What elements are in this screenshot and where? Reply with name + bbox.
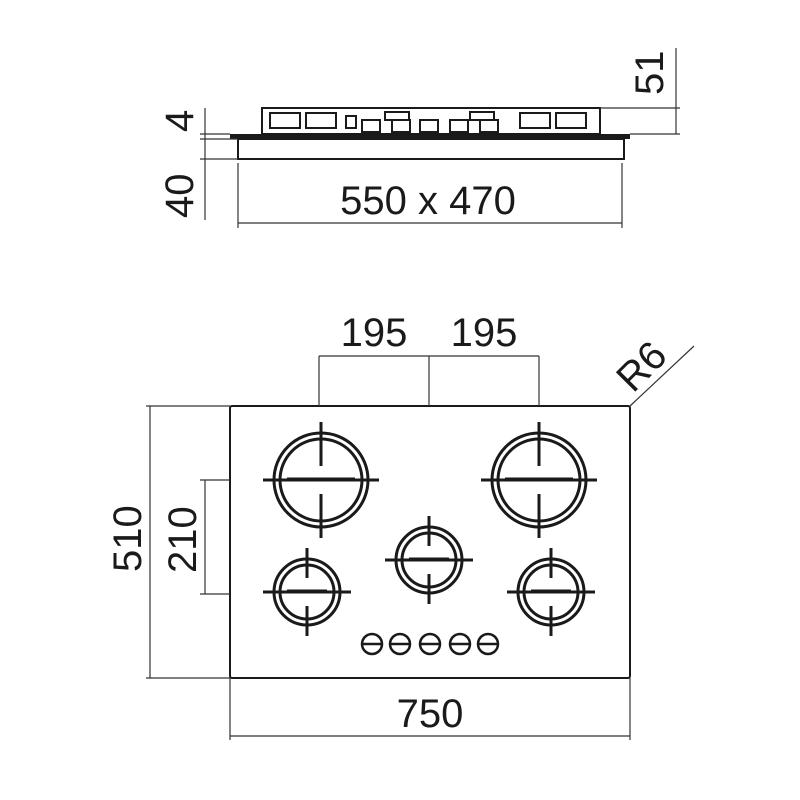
dim-height-total: 51 [628,51,672,96]
control-knob [360,632,384,656]
dim-glass-thickness: 4 [158,110,202,132]
control-knobs [360,632,500,656]
burner-front-right [507,548,595,636]
burner-center [385,516,473,604]
control-knob [418,632,442,656]
hob-outline [229,405,631,679]
pan-supports-side [261,107,601,135]
hob-body [237,138,625,160]
control-knob [448,632,472,656]
dim-cutout: 550 x 470 [340,179,516,223]
dim-height: 510 [106,505,150,572]
burner-rear-left [263,422,379,538]
dim-spacing-right: 195 [451,311,518,355]
control-knob [476,632,500,656]
dim-spacing-left: 195 [341,311,408,355]
burners [263,422,597,636]
burner-rear-right [481,422,597,538]
glass-plate [230,134,630,139]
top-view: 195 195 R6 510 210 750 [106,311,695,740]
dim-width: 750 [397,692,464,736]
control-knob [388,632,412,656]
dim-burner-spacing-vertical: 210 [161,506,205,573]
side-view: 51 4 40 550 x 470 [158,48,680,228]
dim-corner-radius: R6 [608,333,675,400]
burner-front-left [263,548,351,636]
dim-body-depth: 40 [158,174,202,219]
